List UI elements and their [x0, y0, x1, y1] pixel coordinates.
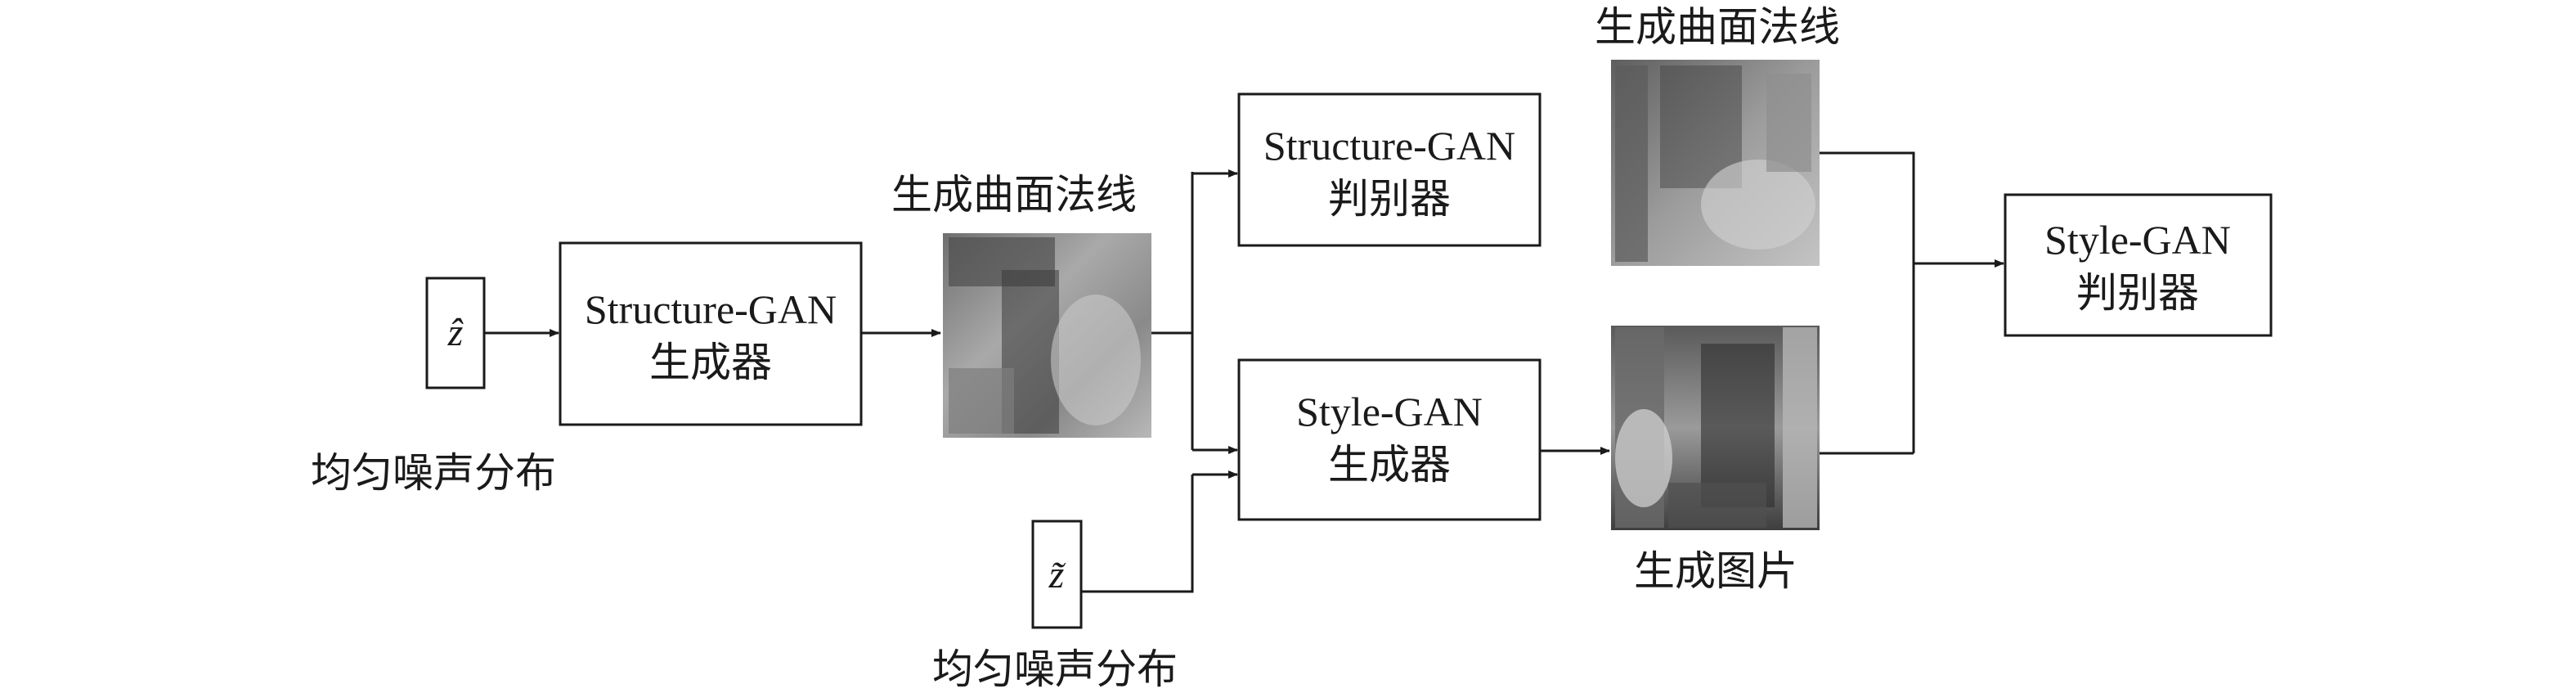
z-tilde-box — [1031, 520, 1083, 629]
noise-caption-2: 均匀噪声分布 — [932, 646, 1178, 692]
connector-top-normals — [1820, 151, 1915, 453]
normals-mid-caption: 生成曲面法线 — [891, 172, 1137, 218]
z-hat-symbol: ẑ — [447, 311, 464, 354]
generated-normals-image-top — [1611, 60, 1820, 266]
style-gan-discriminator-box — [2004, 193, 2273, 337]
structure-gan-discriminator-box — [1237, 92, 1542, 247]
generated-normals-image-mid — [943, 233, 1151, 438]
structure-gan-generator-line2: 生成器 — [649, 340, 772, 385]
generated-image — [1611, 326, 1820, 530]
structure-gan-generator-box — [559, 241, 863, 426]
noise-caption-1: 均匀噪声分布 — [311, 450, 556, 496]
style-gan-discriminator-line1: Style-GAN — [2044, 217, 2231, 263]
connector-ztilde — [1081, 475, 1194, 593]
structure-gan-discriminator-line1: Structure-GAN — [1263, 123, 1515, 169]
generated-image-caption: 生成图片 — [1634, 548, 1797, 594]
style-gan-discriminator-line2: 判别器 — [2076, 270, 2199, 316]
z-tilde-symbol: z̃ — [1048, 553, 1066, 596]
style-gan-generator-line1: Style-GAN — [1296, 389, 1483, 434]
normals-top-caption: 生成曲面法线 — [1595, 4, 1840, 50]
style-gan-generator-line2: 生成器 — [1328, 442, 1451, 488]
z-hat-box — [425, 277, 486, 389]
style-gan-generator-box — [1237, 358, 1542, 521]
structure-gan-generator-line1: Structure-GAN — [585, 286, 837, 332]
structure-gan-discriminator-line2: 判别器 — [1328, 176, 1451, 222]
